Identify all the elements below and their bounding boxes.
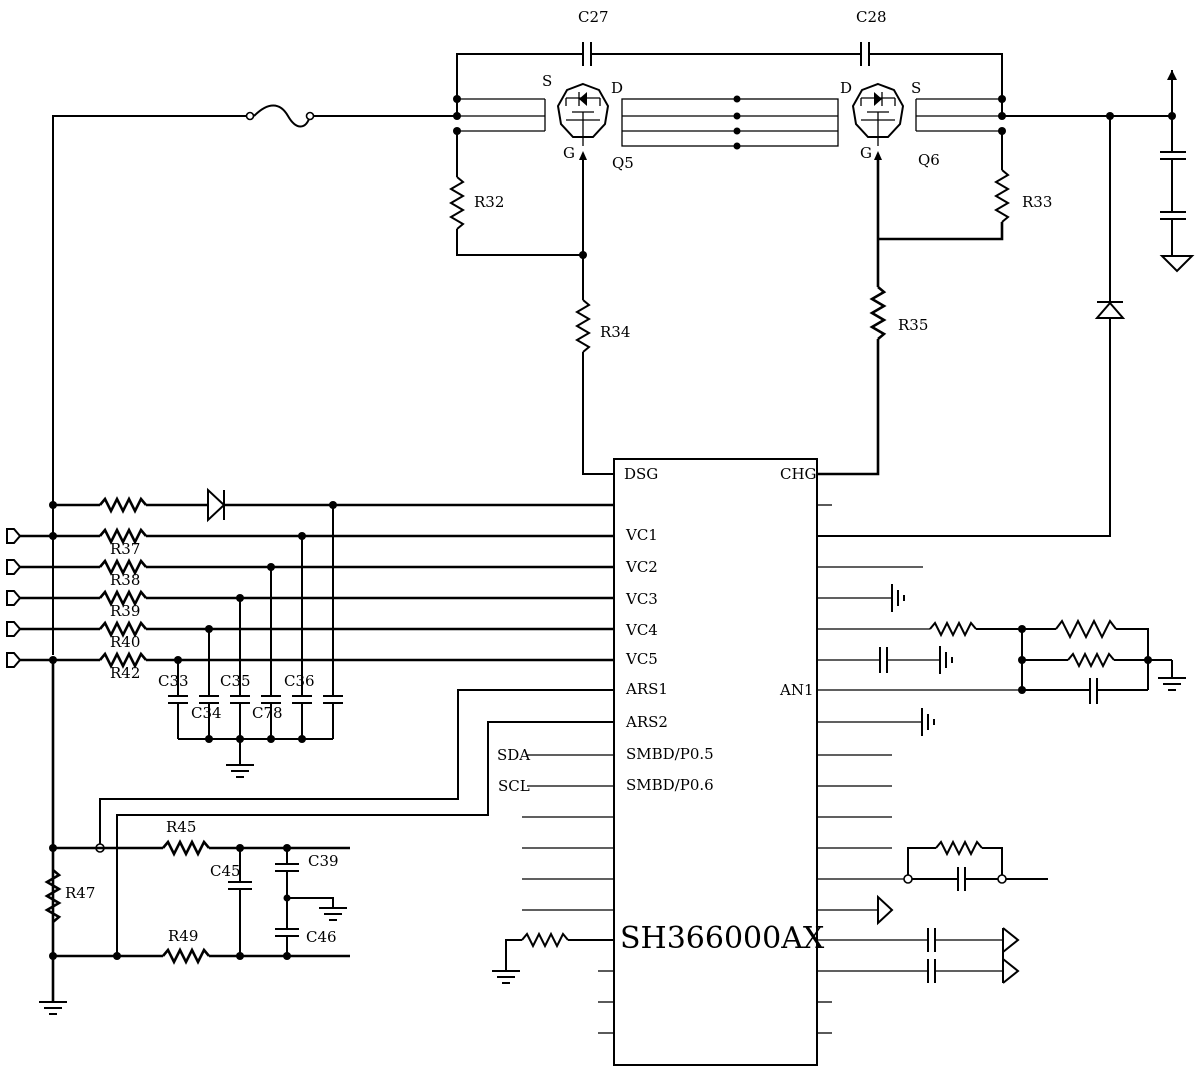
label-r34: R34	[600, 323, 630, 341]
pin-an1: AN1	[779, 681, 814, 699]
label-r39: R39	[110, 602, 140, 620]
cell-inputs: R37 R38 R39 R40 R42	[6, 487, 614, 682]
resistor-r33: R33	[878, 131, 1052, 241]
pin-vc3: VC3	[625, 590, 658, 608]
cell-filter-caps: C33 C34 C35 C78 C36	[158, 505, 343, 778]
label-r37: R37	[110, 540, 140, 558]
current-sense: R47 R45 R49 C45 C39 C46	[39, 660, 614, 1015]
resistor-r34: R34	[575, 255, 630, 475]
label-r49: R49	[168, 927, 198, 945]
output-filter	[1159, 70, 1195, 273]
label-r38: R38	[110, 571, 140, 589]
label-c39: C39	[308, 852, 339, 870]
left-lower-resistor	[492, 931, 614, 984]
q5-gate-label: G	[563, 144, 575, 162]
label-c33: C33	[158, 672, 189, 690]
label-c34: C34	[191, 704, 222, 722]
diode-vc1	[817, 116, 1126, 537]
resistor-r35: R35	[817, 286, 928, 476]
top-power-path: C27 C28	[52, 8, 1176, 655]
resistor-r32: R32	[449, 131, 587, 259]
label-c78: C78	[252, 704, 283, 722]
pin-chg: CHG	[780, 465, 817, 483]
pin-ars2: ARS2	[625, 713, 668, 731]
q5-ref-label: Q5	[612, 154, 634, 172]
pin-vc5: VC5	[625, 650, 658, 668]
label-c28: C28	[856, 8, 887, 26]
right-peripherals	[817, 584, 1186, 984]
mosfet-q5: S D G Q5	[542, 72, 634, 255]
label-r45: R45	[166, 818, 196, 836]
label-c36: C36	[284, 672, 315, 690]
label-c46: C46	[306, 928, 337, 946]
pin-smbd-p05: SMBD/P0.5	[626, 745, 714, 763]
label-r35: R35	[898, 316, 928, 334]
ic-name: SH366000AX	[620, 921, 825, 956]
label-r33: R33	[1022, 193, 1052, 211]
label-c45: C45	[210, 862, 241, 880]
capacitor-c27: C27	[578, 8, 609, 66]
label-r47: R47	[65, 884, 95, 902]
pin-vc4: VC4	[625, 621, 658, 639]
label-c27: C27	[578, 8, 609, 26]
net-sda: SDA	[497, 746, 530, 764]
label-c35: C35	[220, 672, 251, 690]
mosfet-q6: D S G Q6	[840, 79, 940, 287]
net-scl: SCL	[498, 777, 530, 795]
label-r32: R32	[474, 193, 504, 211]
q5-drain-label: D	[611, 79, 623, 97]
capacitor-c28: C28	[856, 8, 887, 66]
pin-vc1: VC1	[625, 526, 658, 544]
label-r40: R40	[110, 633, 140, 651]
pin-smbd-p06: SMBD/P0.6	[626, 776, 714, 794]
ic-sh366000ax: SH366000AX DSG VC1 VC2 VC3 VC4 VC5 ARS1 …	[522, 458, 923, 1066]
pin-ars1: ARS1	[625, 680, 668, 698]
fuse	[245, 104, 315, 128]
q6-source-label: S	[911, 79, 921, 97]
q5-source-label: S	[542, 72, 552, 90]
pin-dsg: DSG	[624, 465, 658, 483]
q6-drain-label: D	[840, 79, 852, 97]
smbus-lines: SDA SCL	[497, 746, 614, 795]
pin-vc2: VC2	[625, 558, 658, 576]
q6-gate-label: G	[860, 144, 872, 162]
q6-ref-label: Q6	[918, 151, 940, 169]
label-r42: R42	[110, 664, 140, 682]
